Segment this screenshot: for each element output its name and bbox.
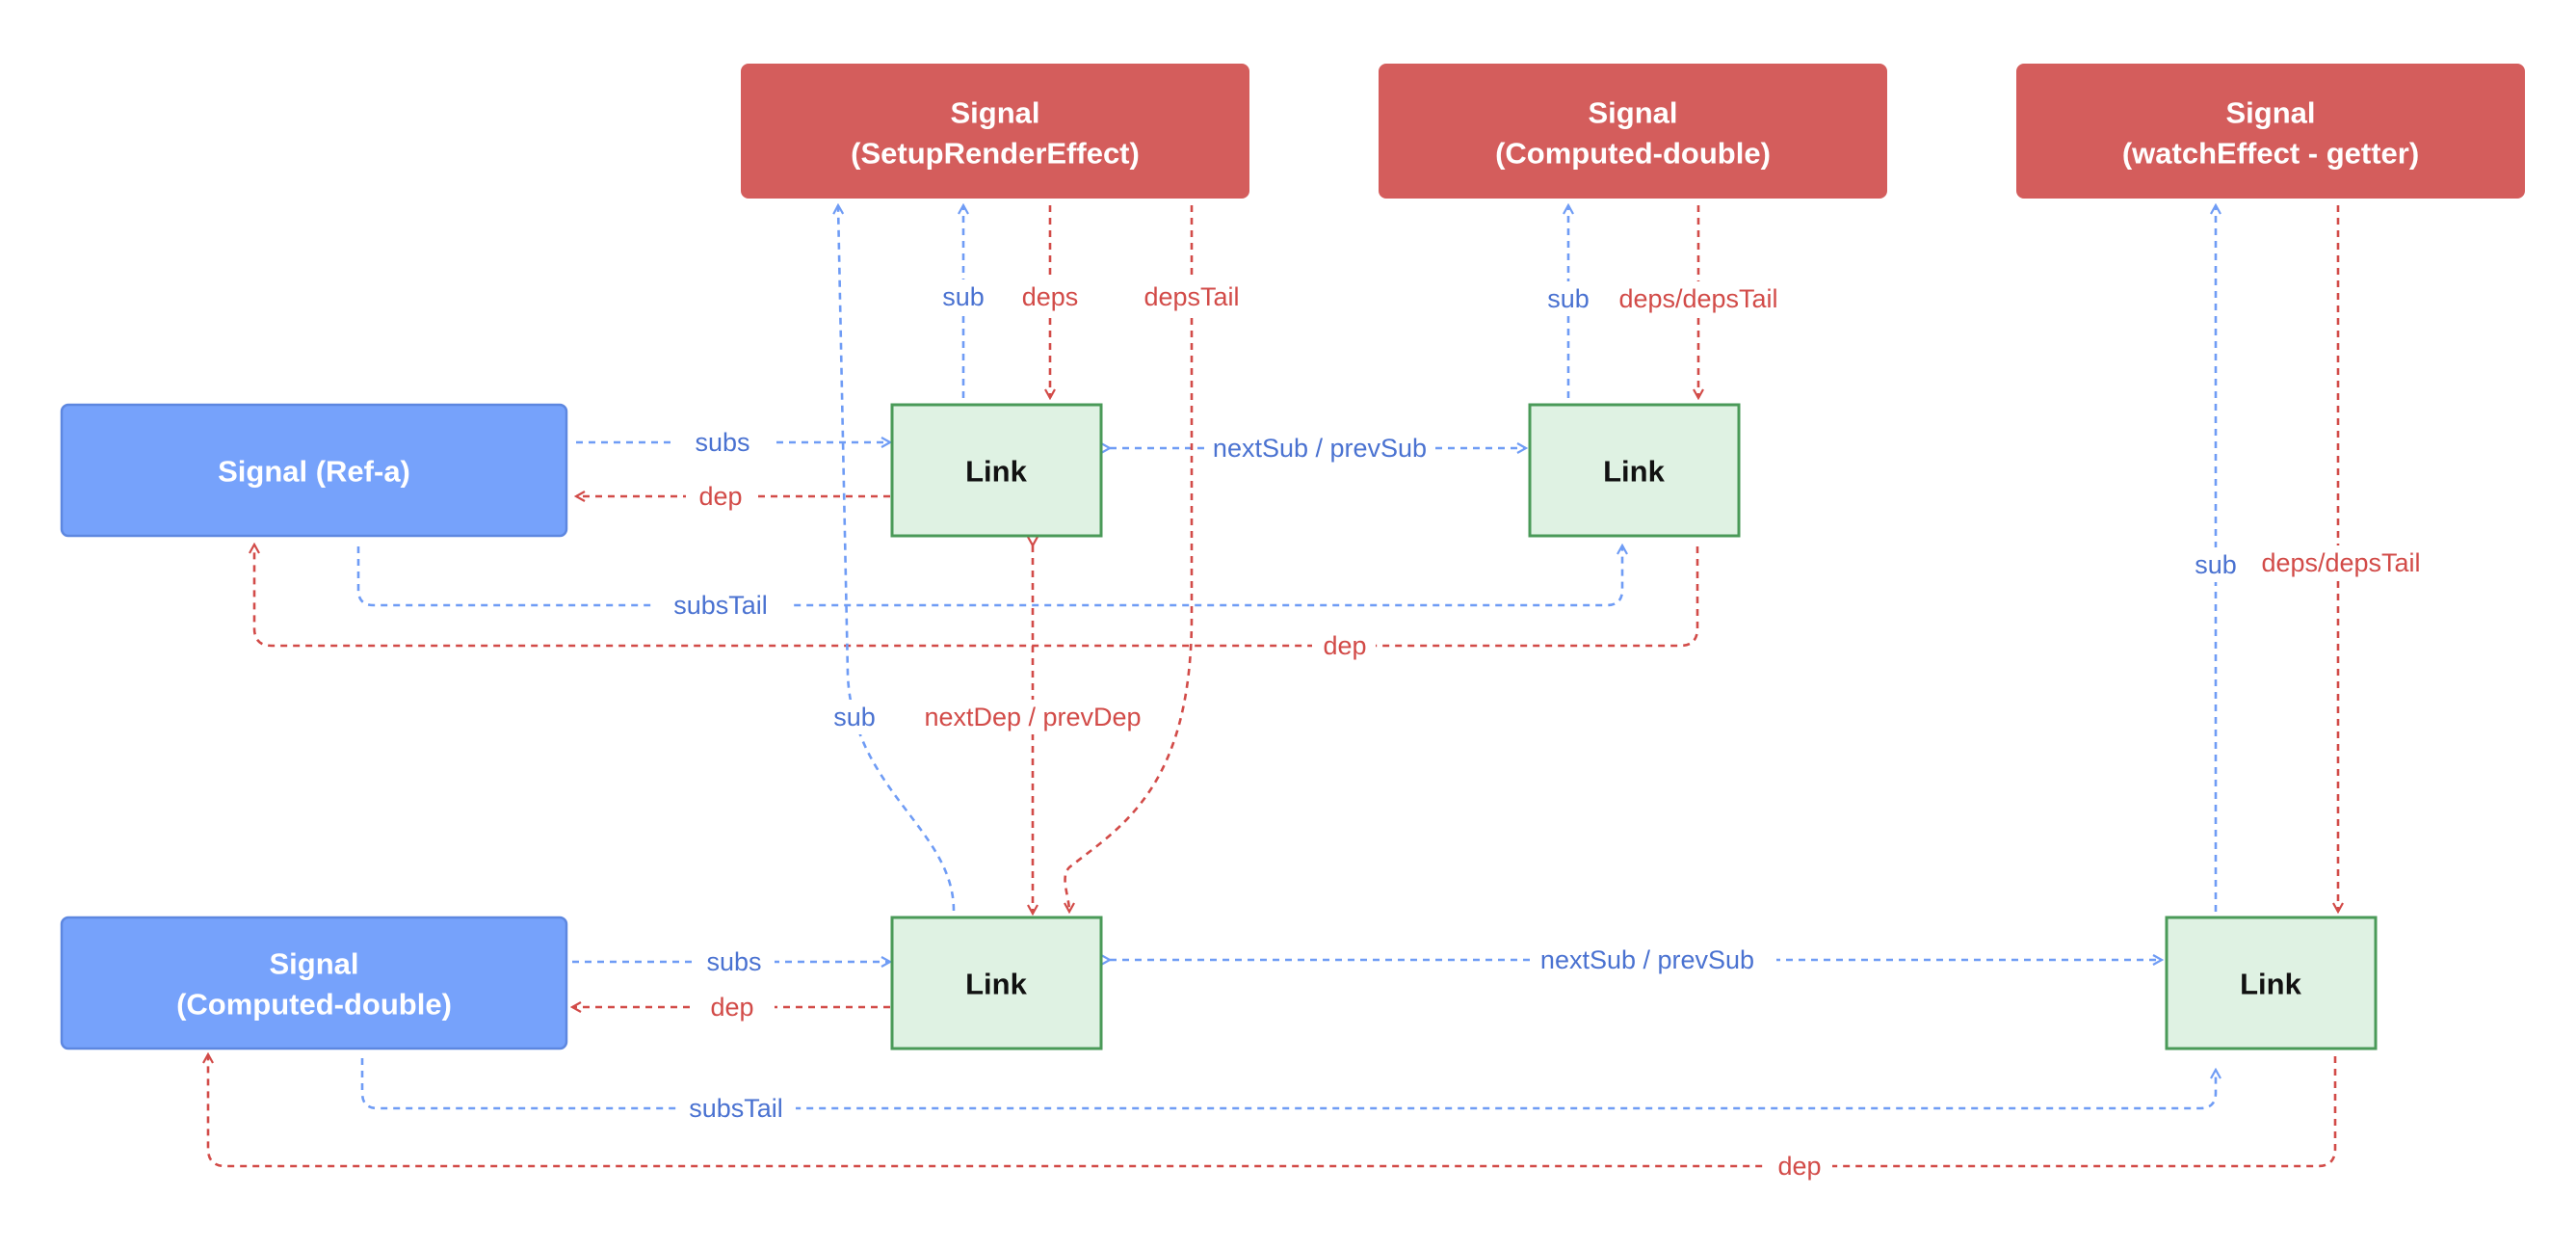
node-signal-computed-double-bottom-line1: Signal (269, 947, 358, 981)
label-deps-tail-setup: depsTail (1143, 282, 1239, 311)
label-dep-bottom-long: dep (1777, 1152, 1821, 1181)
node-signal-setup-render-effect-line2: (SetupRenderEffect) (851, 137, 1140, 171)
node-signal-setup-render-effect-line1: Signal (950, 96, 1039, 130)
label-deps-computed-top: deps/depsTail (1618, 284, 1777, 313)
label-subs-tail-bottom: subsTail (689, 1094, 783, 1123)
node-signal-computed-double-top: Signal (Computed-double) (1379, 64, 1887, 199)
node-link-top-right: Link (1528, 403, 1741, 538)
node-signal-computed-double-bottom: Signal (Computed-double) (60, 916, 568, 1050)
edge-subs-tail-bottom (360, 1058, 2216, 1110)
label-subs-tail-top: subsTail (673, 591, 768, 620)
node-signal-computed-double-bottom-line2: (Computed-double) (176, 988, 452, 1022)
label-next-dep: nextDep / prevDep (924, 703, 1141, 731)
edge-dep-top-long (254, 545, 1699, 648)
node-link-bottom-left: Link (890, 916, 1103, 1050)
label-deps-watch: deps/depsTail (2261, 548, 2420, 577)
node-link-top-right-label: Link (1603, 455, 1665, 489)
edge-deps-tail-setup (1065, 205, 1194, 912)
node-link-bottom-right-label: Link (2240, 968, 2301, 1001)
label-dep-bottom: dep (710, 993, 753, 1022)
label-next-sub-bottom: nextSub / prevSub (1540, 945, 1754, 974)
label-sub-computed-top: sub (1547, 284, 1590, 313)
edge-dep-bottom-long (208, 1054, 2337, 1168)
node-signal-computed-double-top-line2: (Computed-double) (1495, 137, 1771, 171)
node-signal-ref-a-label: Signal (Ref-a) (218, 455, 410, 489)
label-next-sub-top: nextSub / prevSub (1213, 434, 1427, 463)
label-subs-bottom: subs (706, 947, 761, 976)
node-link-bottom-right: Link (2165, 916, 2378, 1050)
edge-sub-setup-long (838, 205, 956, 912)
node-signal-watch-effect-getter-line2: (watchEffect - getter) (2122, 137, 2419, 171)
node-signal-watch-effect-getter-line1: Signal (2225, 96, 2315, 130)
node-link-bottom-left-label: Link (965, 968, 1027, 1001)
label-deps-setup: deps (1022, 282, 1079, 311)
label-subs-top: subs (695, 428, 749, 457)
edge-subs-tail-top (356, 545, 1622, 607)
node-signal-watch-effect-getter: Signal (watchEffect - getter) (2016, 64, 2525, 199)
label-dep-top-long: dep (1323, 631, 1366, 660)
label-sub-setup-long: sub (833, 703, 876, 731)
node-link-top-left-label: Link (965, 455, 1027, 489)
node-signal-ref-a: Signal (Ref-a) (60, 403, 568, 538)
label-sub-watch: sub (2195, 550, 2237, 579)
node-signal-computed-double-top-line1: Signal (1588, 96, 1677, 130)
label-dep-top: dep (698, 482, 742, 511)
node-signal-setup-render-effect: Signal (SetupRenderEffect) (741, 64, 1249, 199)
node-link-top-left: Link (890, 403, 1103, 538)
label-sub-setup: sub (942, 282, 985, 311)
